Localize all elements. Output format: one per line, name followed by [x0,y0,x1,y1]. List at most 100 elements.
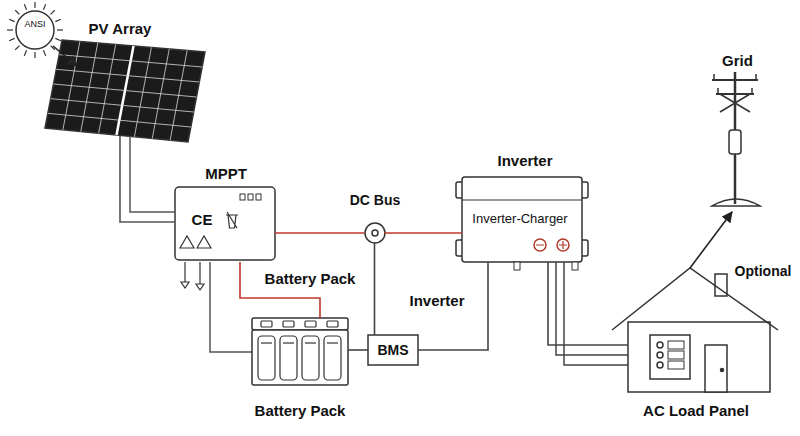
mppt-housing [180,236,211,248]
part-label: Battery Pack [265,270,356,287]
node-heading: DC Bus [350,192,401,208]
dc-bus: DC Bus [348,192,403,244]
connector [120,136,175,222]
sun-symbol: ANSI [13,8,57,52]
house [705,345,727,392]
node-heading: Inverter [497,152,552,169]
sun-symbol [15,46,19,50]
solar-panel [54,84,197,97]
battery-pack [252,318,348,330]
connector [548,262,628,345]
pv-wire [130,136,175,212]
sun-symbol [57,29,63,30]
battery-pack [327,342,338,343]
sun-symbol [15,10,19,14]
battery-pack [258,321,341,380]
inverter-housing [456,177,588,270]
dc-bus-node [372,230,378,236]
connector [690,212,732,268]
sun-symbol [24,50,26,56]
sun-symbol [7,29,13,30]
dc-bus-node [365,223,385,243]
bms-box [368,335,418,365]
grid-pole: Grid [700,52,775,212]
inverter-housing [572,262,578,270]
sun-symbol [34,2,35,8]
solar-panel [45,40,205,142]
sun-symbol [51,10,55,14]
battery-pack [305,321,316,327]
utility-pole [714,74,756,94]
house [612,268,778,392]
battery-wire [210,262,252,352]
battery-pack: Battery Pack [240,314,360,420]
connector [275,232,365,234]
utility-pole [720,94,750,112]
mppt-housing [175,187,275,260]
solar-panel [48,113,191,127]
house [650,335,690,379]
node-text: CE [192,211,213,228]
sun-symbol [7,2,63,58]
inverter-housing [514,262,520,270]
connector [53,46,77,66]
house: AC Load Panel [612,262,780,420]
house [657,342,663,348]
pv-wire [130,136,175,212]
inverter-housing [462,200,582,201]
sun-symbol [16,11,54,49]
house-feed-wire [556,262,628,355]
house [668,361,684,369]
connector [348,349,368,351]
node-heading: Grid [722,52,753,69]
node-text: Inverter-Charger [472,212,567,227]
dc-bus-node [365,223,385,243]
house [628,322,770,392]
sun-symbol [43,4,45,10]
solar-panel [45,40,205,142]
part-label: Optional [735,263,792,279]
connector [374,243,376,335]
mppt-housing [256,194,261,200]
solar-panel [51,99,194,112]
node-heading: AC Load Panel [643,402,749,419]
utility-pole [712,72,760,206]
battery-pack [252,330,348,385]
inverter-housing [462,177,582,262]
mppt-housing [248,194,253,200]
inverter-charger: InverterInverter-Charger [460,150,590,264]
pv-array: PV Array [45,18,210,136]
house [657,352,663,358]
sun-symbol [9,19,15,21]
bms-box [368,335,418,365]
mppt-housing [226,212,238,228]
node-heading: Battery Pack [255,402,346,419]
node-heading: PV Array [89,20,152,37]
house-feed-wire [564,262,628,365]
mppt-housing [240,194,245,200]
battery-pack [283,342,294,343]
utility-pole [729,130,741,154]
mppt-housing [181,262,204,290]
battery-wire [210,262,252,352]
battery-pack [305,342,316,343]
house [721,369,724,372]
battery-pack [280,336,297,380]
battery-pack [324,336,341,380]
connector [385,232,463,234]
part-label: Inverter [409,292,464,309]
sun-symbol [34,52,35,58]
battery-pack [261,321,272,327]
mppt-controller: MPPTCE [172,165,280,262]
inverter-housing [536,241,567,249]
solar-panel [56,69,199,82]
mppt-housing [175,187,275,290]
node-heading: BMS [377,342,408,358]
sun-symbol [43,50,45,56]
sun-symbol [55,38,61,40]
house [668,341,684,349]
bms-box: BMS [368,335,418,365]
battery-pack [261,342,272,343]
